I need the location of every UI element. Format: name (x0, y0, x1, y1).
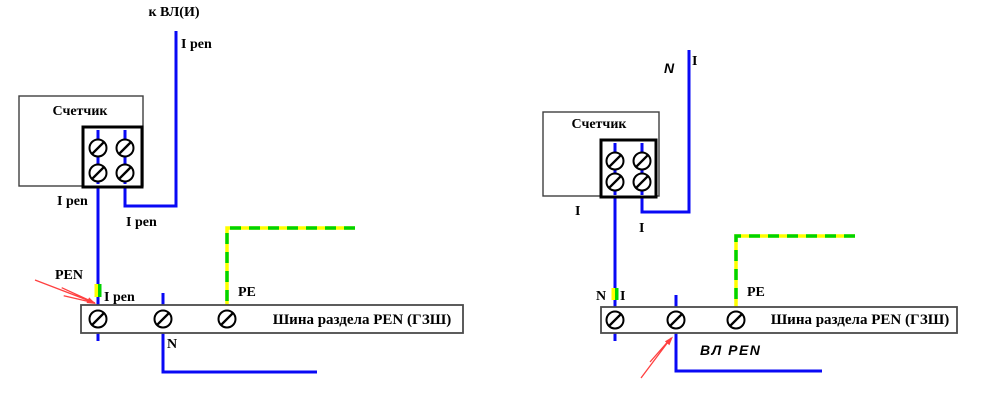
meter-out-current-label: I pen (57, 194, 88, 209)
terminal-icon (115, 163, 135, 183)
terminal-icon (726, 310, 746, 330)
terminal-icon (605, 151, 625, 171)
supply-current-label: I pen (181, 37, 212, 52)
terminal-icon (632, 151, 652, 171)
right-diagram: N I Счетчик I I N I PE Шина раздела PEN … (542, 50, 958, 379)
meter-label: Счетчик (53, 104, 109, 119)
left-diagram: к ВЛ(И) I pen Счетчик I pen I pen PEN I … (18, 5, 464, 374)
pe-label: PE (238, 285, 256, 300)
pe-ground-wire (734, 234, 855, 307)
pen-label: PEN (55, 268, 83, 283)
pen-wire-current-label: I pen (104, 290, 135, 305)
terminal-icon (153, 309, 173, 329)
terminal-icon (88, 163, 108, 183)
bus-label: Шина раздела PEN (ГЗШ) (771, 312, 950, 328)
bus-bar (600, 306, 958, 334)
pe-label: PE (747, 285, 765, 300)
mark-neutral-label: N (596, 289, 606, 304)
neutral-top-label: N (664, 60, 675, 76)
bus-bar (80, 304, 464, 334)
arrow-pointer-icon (34, 279, 96, 304)
meter-out-current-label: I (575, 204, 580, 219)
terminal-icon (217, 309, 237, 329)
arrow-pointer-icon (640, 336, 673, 379)
terminal-icon (632, 172, 652, 192)
terminal-icon (115, 138, 135, 158)
terminal-icon (605, 172, 625, 192)
terminal-icon (88, 138, 108, 158)
meter-label: Счетчик (572, 117, 628, 132)
pen-sleeve-mark (611, 288, 619, 300)
branch-current-label: I (639, 221, 644, 236)
supply-current-label: I (692, 54, 697, 69)
pe-ground-wire (225, 226, 355, 305)
vl-pen-label: ВЛ PEN (700, 342, 761, 358)
to-overhead-line-label: к ВЛ(И) (148, 5, 199, 20)
bus-label: Шина раздела PEN (ГЗШ) (273, 312, 452, 328)
pen-sleeve-mark (94, 284, 102, 297)
terminal-icon (88, 309, 108, 329)
terminal-icon (666, 310, 686, 330)
branch-current-label: I pen (126, 215, 157, 230)
terminal-icon (605, 310, 625, 330)
mark-current-label: I (620, 289, 625, 304)
neutral-label: N (167, 337, 177, 352)
